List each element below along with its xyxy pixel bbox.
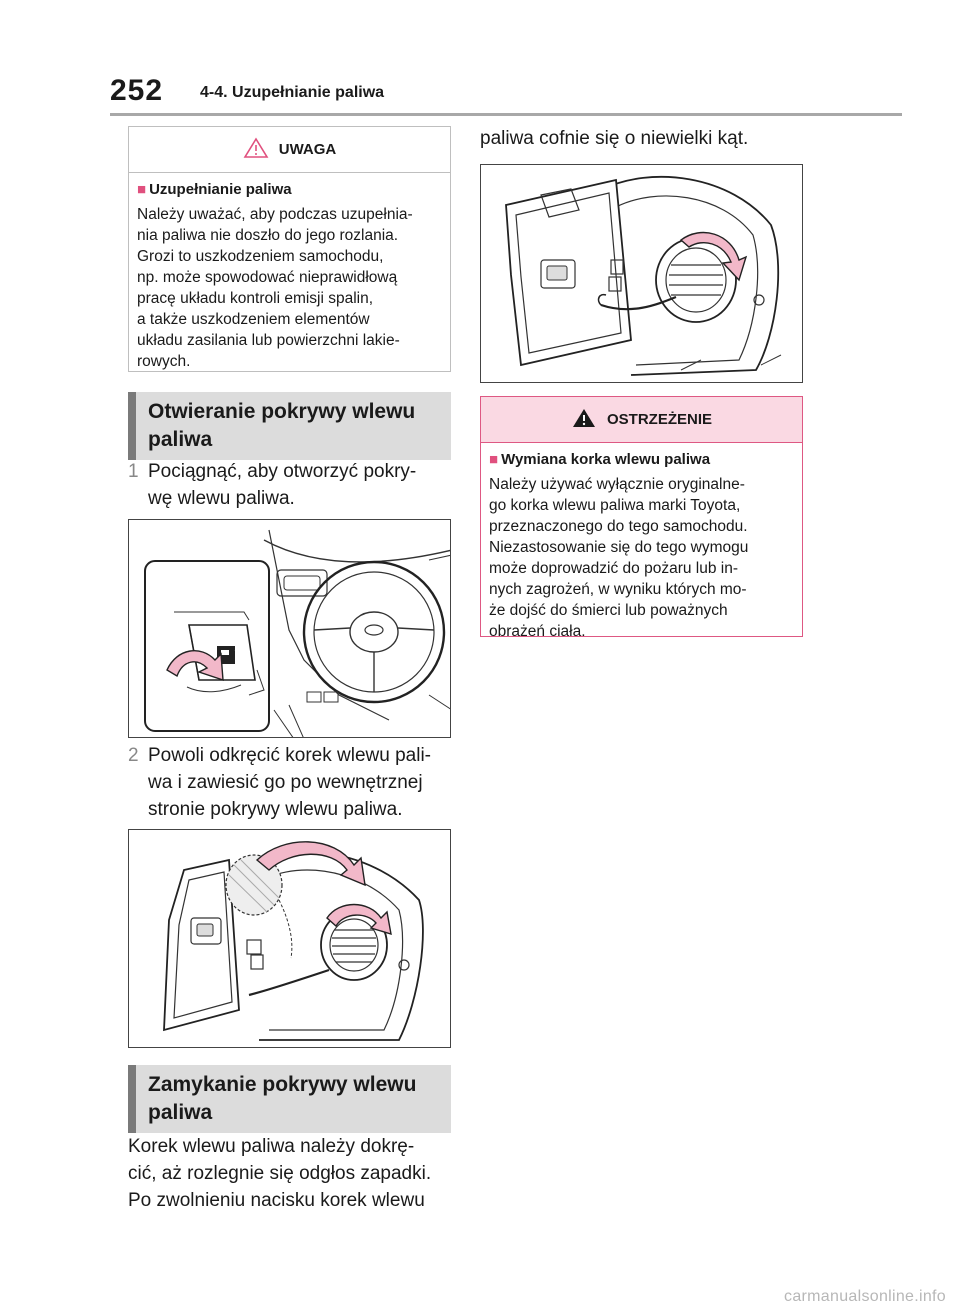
- warning-box: OSTRZEŻENIE ■Wymiana korka wlewu paliwa …: [480, 396, 803, 640]
- figure-fuel-cap-open: [128, 829, 451, 1048]
- caution-box: UWAGA ■Uzupełnianie paliwa Należy uważać…: [128, 126, 451, 372]
- figure-fuel-cap-closing: [480, 164, 803, 383]
- warning-text: Należy używać wyłącznie oryginalne- go k…: [489, 476, 749, 640]
- caution-header: UWAGA: [129, 127, 450, 173]
- warning-header: OSTRZEŻENIE: [481, 397, 802, 443]
- header-rule: [110, 113, 902, 116]
- close-paragraph-continued: paliwa cofnie się o niewielki kąt.: [480, 128, 749, 149]
- close-paragraph: Korek wlewu paliwa należy dokrę- cić, aż…: [128, 1136, 432, 1211]
- caution-title: UWAGA: [278, 141, 337, 158]
- figure-dashboard-lever: [128, 519, 451, 738]
- page-header: 252 4-4. Uzupełnianie paliwa: [0, 0, 960, 120]
- section-title: 4-4. Uzupełnianie paliwa: [200, 84, 385, 101]
- section-heading-close: Zamykanie pokrywy wlewu paliwa: [128, 1065, 451, 1133]
- step-2: 2 Powoli odkręcić korek wlewu pali- wa i…: [128, 742, 451, 823]
- caution-text: Należy uważać, aby podczas uzupełnia- ni…: [137, 206, 413, 370]
- pink-square-bullet-icon: ■: [137, 181, 147, 198]
- warning-subtitle: ■Wymiana korka wlewu paliwa: [489, 451, 711, 468]
- caution-triangle-outline-icon: [243, 136, 269, 163]
- warning-triangle-filled-icon: [571, 407, 597, 433]
- step-number: 1: [128, 461, 139, 482]
- watermark: carmanualsonline.info: [784, 1288, 946, 1305]
- section-heading-open: Otwieranie pokrywy wlewu paliwa: [128, 392, 451, 460]
- warning-title: OSTRZEŻENIE: [606, 411, 712, 428]
- page-number: 252: [110, 74, 164, 107]
- pink-square-bullet-icon: ■: [489, 451, 499, 468]
- step-number: 2: [128, 745, 139, 766]
- step-1: 1 Pociągnąć, aby otworzyć pokry- wę wlew…: [128, 458, 451, 512]
- caution-subtitle: ■Uzupełnianie paliwa: [137, 181, 292, 198]
